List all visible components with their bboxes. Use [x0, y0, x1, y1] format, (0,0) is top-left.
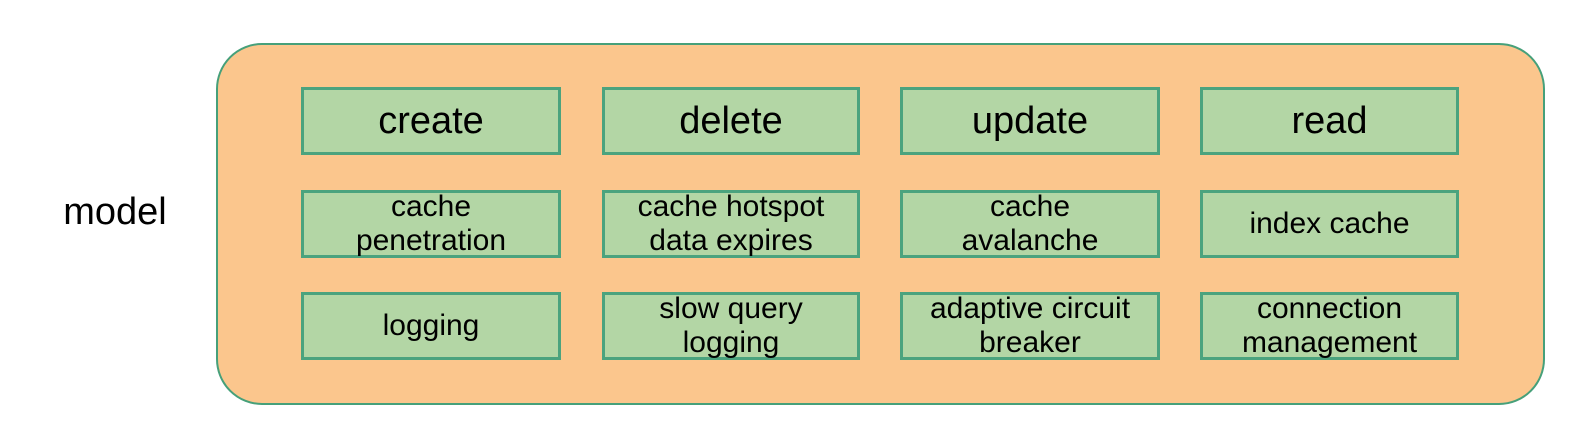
- node-grid: create delete update read cache penetrat…: [301, 87, 1459, 360]
- node-cache-penetration[interactable]: cache penetration: [301, 190, 561, 258]
- node-label: cache penetration: [355, 190, 507, 257]
- node-row-operations: create delete update read: [301, 87, 1459, 155]
- node-update[interactable]: update: [900, 87, 1160, 155]
- node-logging[interactable]: logging: [301, 292, 561, 360]
- node-label: index cache: [1249, 207, 1410, 240]
- group-label-model: model: [63, 191, 167, 233]
- node-index-cache[interactable]: index cache: [1200, 190, 1459, 258]
- node-row-resilience-concerns: logging slow query logging adaptive circ…: [301, 292, 1459, 360]
- node-label: cache hotspot data expires: [637, 190, 825, 257]
- node-cache-hotspot-data-expires[interactable]: cache hotspot data expires: [602, 190, 860, 258]
- node-label: slow query logging: [659, 292, 803, 359]
- model-group-container: create delete update read cache penetrat…: [216, 43, 1545, 405]
- node-label: create: [378, 100, 484, 142]
- node-label: cache avalanche: [961, 190, 1099, 257]
- node-connection-management[interactable]: connection management: [1200, 292, 1459, 360]
- node-slow-query-logging[interactable]: slow query logging: [602, 292, 860, 360]
- node-row-cache-concerns: cache penetration cache hotspot data exp…: [301, 190, 1459, 258]
- node-label: adaptive circuit breaker: [929, 292, 1131, 359]
- node-delete[interactable]: delete: [602, 87, 860, 155]
- node-label: update: [971, 100, 1089, 142]
- node-cache-avalanche[interactable]: cache avalanche: [900, 190, 1160, 258]
- node-label: delete: [679, 100, 783, 142]
- node-read[interactable]: read: [1200, 87, 1459, 155]
- node-label: connection management: [1241, 292, 1418, 359]
- node-create[interactable]: create: [301, 87, 561, 155]
- node-adaptive-circuit-breaker[interactable]: adaptive circuit breaker: [900, 292, 1160, 360]
- node-label: read: [1291, 100, 1368, 142]
- node-label: logging: [382, 309, 480, 342]
